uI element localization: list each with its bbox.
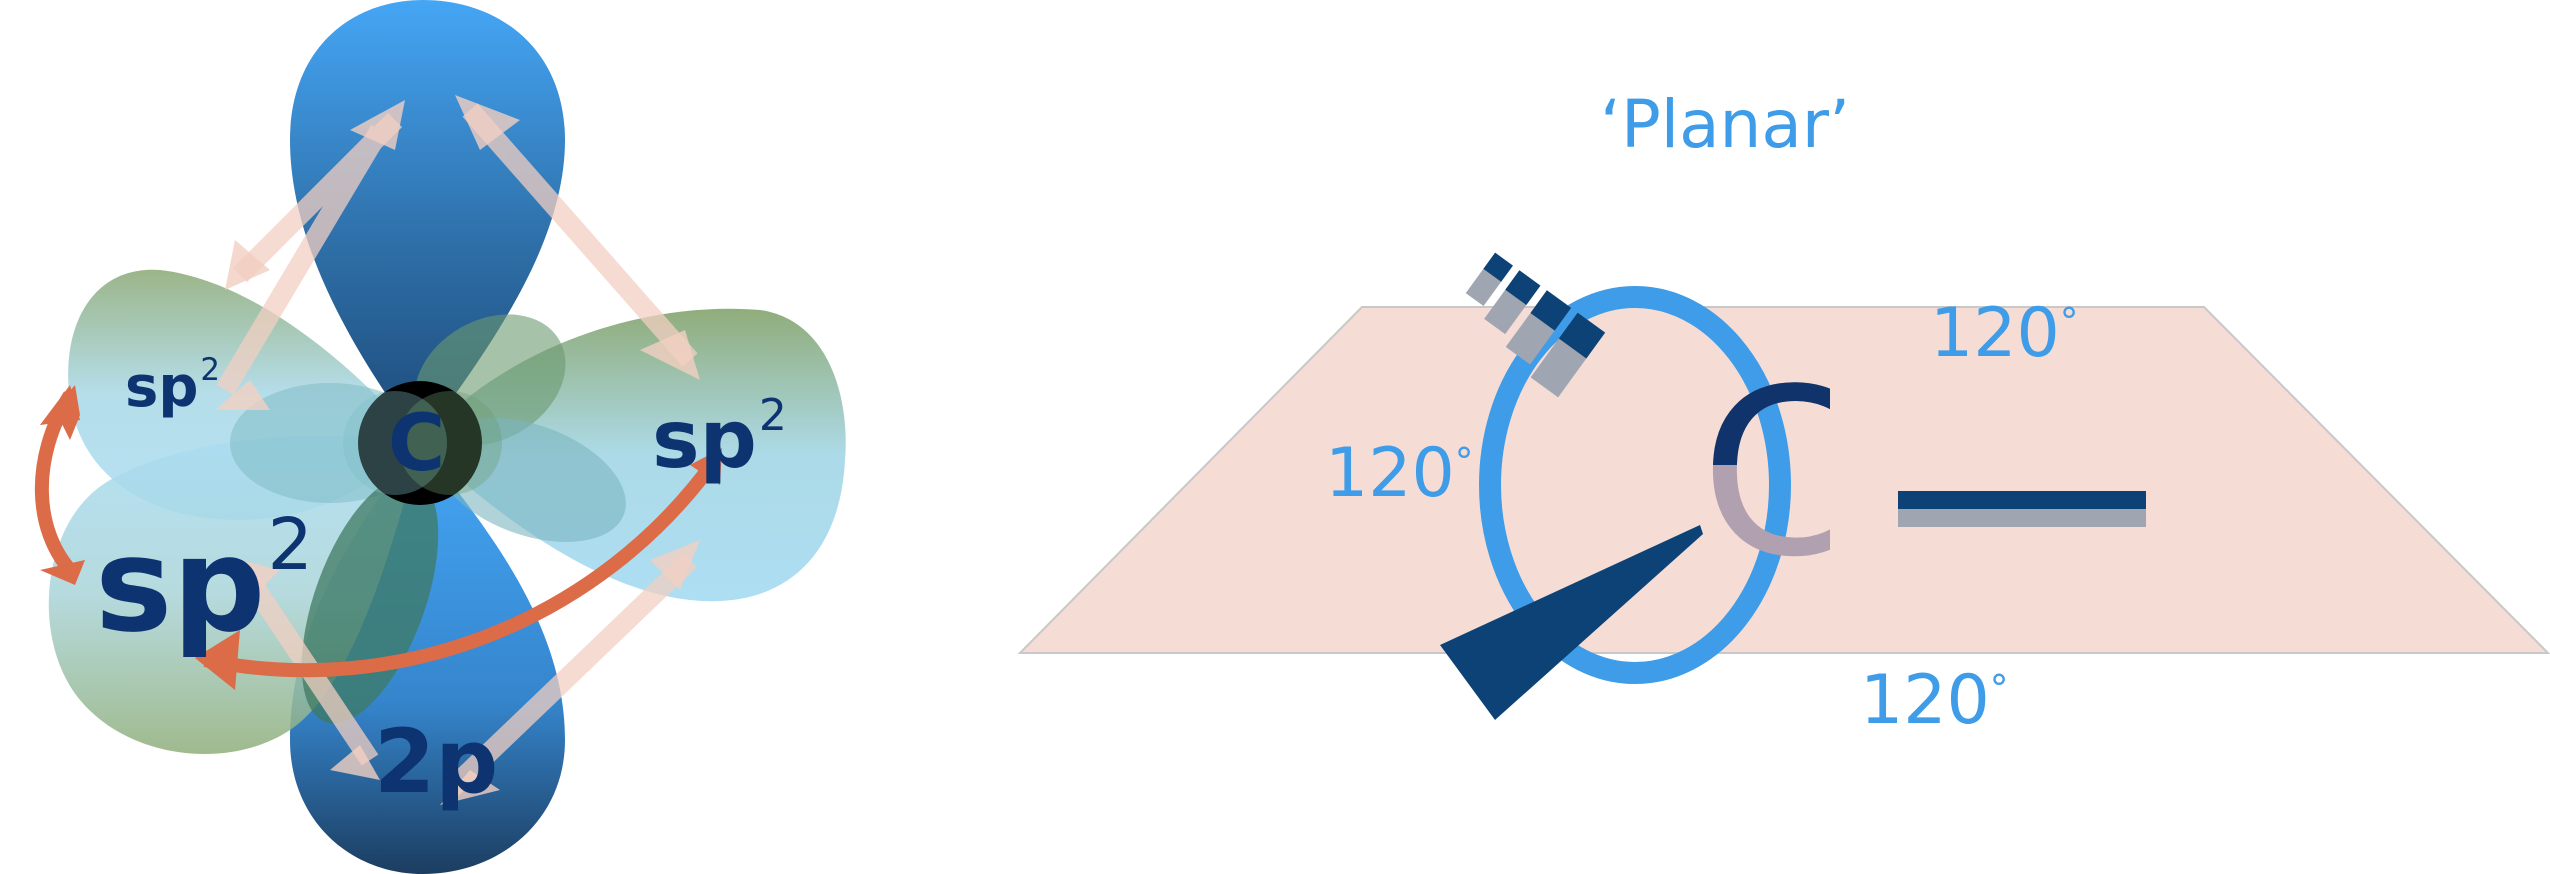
sp2-orbital-diagram: C sp2 sp2 sp2 2p xyxy=(0,0,900,874)
center-atom-label: C xyxy=(388,399,446,489)
trigonal-planar-diagram: ‘Planar’ C C 120° 120° 120° xyxy=(1000,0,2550,874)
planar-title: ‘Planar’ xyxy=(1600,86,1850,163)
hashed-bond xyxy=(1465,252,1606,398)
plain-bond-shadow xyxy=(1898,509,2146,527)
back-lobe-lower xyxy=(301,476,439,724)
orbital-graphic xyxy=(34,0,846,874)
planar-graphic xyxy=(1017,252,2550,720)
sp2-label-right: sp2 xyxy=(652,389,787,486)
wedge-bond xyxy=(1440,525,1703,720)
angle-ring xyxy=(1479,286,1791,684)
2p-label: 2p xyxy=(374,710,499,813)
atom-ring xyxy=(358,381,482,505)
angle-label-upper-right: 120° xyxy=(1930,294,2079,373)
angle-label-left: 120° xyxy=(1325,434,1474,513)
sp2-label-lower-left: sp2 xyxy=(95,503,313,661)
back-lobe-lower-right xyxy=(434,418,626,542)
angle-label-bottom: 120° xyxy=(1860,661,2009,740)
sp2-label-upper-left: sp2 xyxy=(125,351,221,420)
plain-bond xyxy=(1898,491,2146,509)
orange-arrow-bottom xyxy=(203,455,721,678)
center-atom-label: C C xyxy=(1700,350,1830,600)
